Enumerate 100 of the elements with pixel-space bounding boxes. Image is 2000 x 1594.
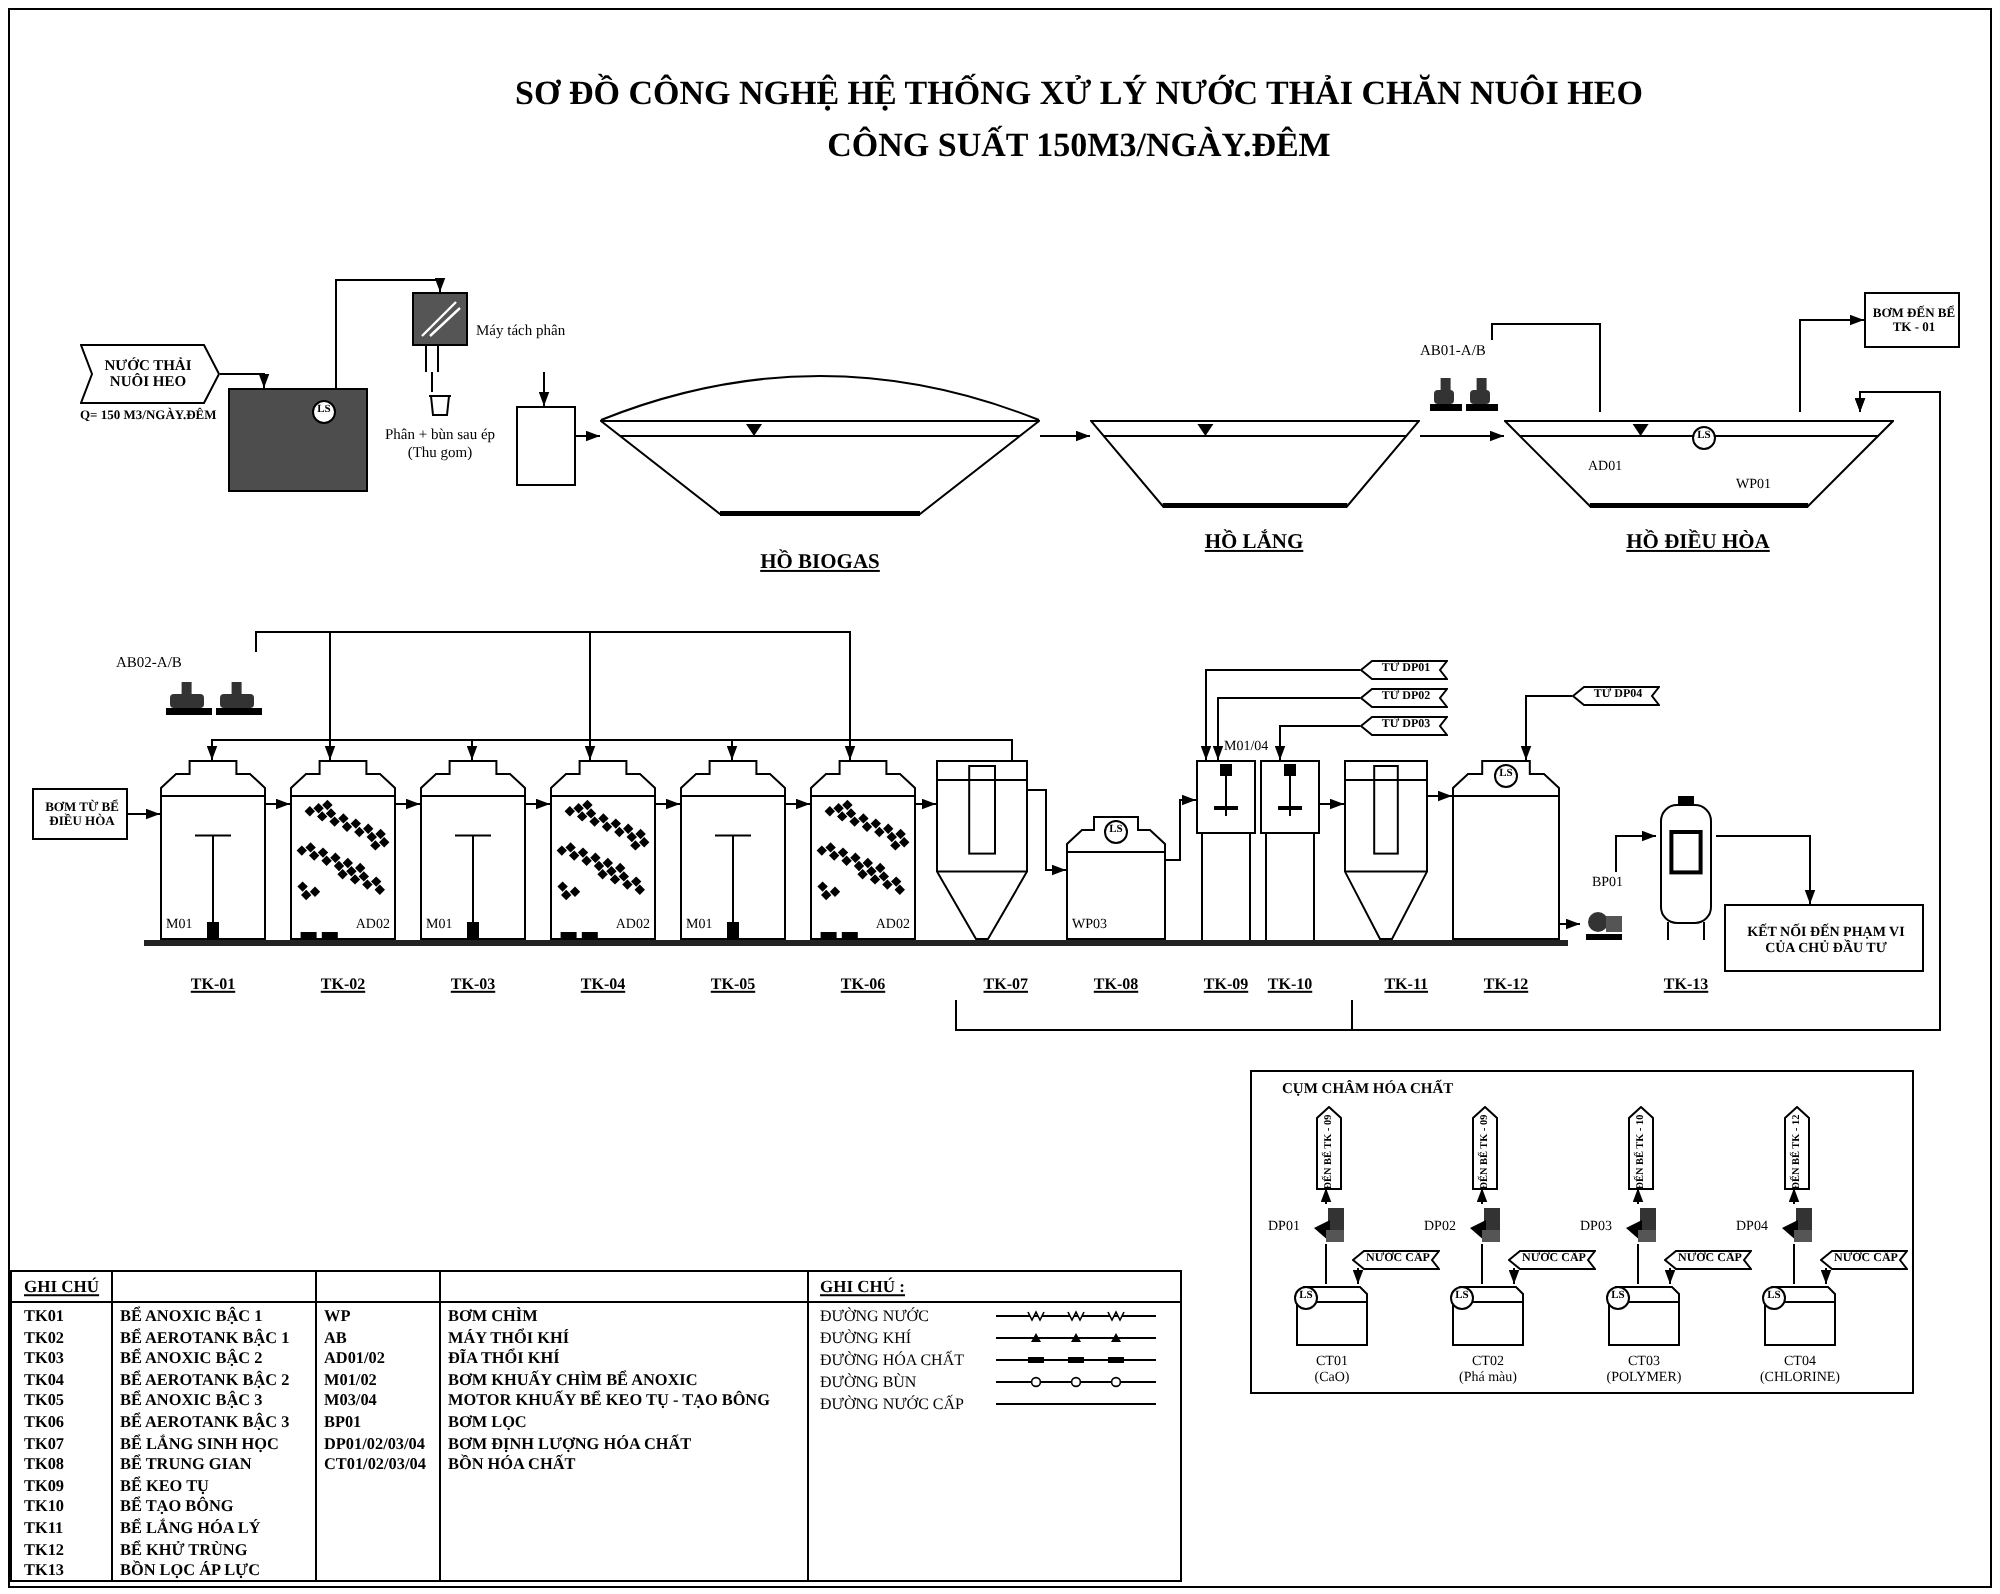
equipment-description: BỂ TRUNG GIAN	[120, 1454, 252, 1474]
tank-label: TK-07	[983, 974, 1028, 994]
equipment-description: BƠM LỌC	[448, 1412, 527, 1432]
pipe-arrow	[1027, 789, 1067, 876]
equipment-description: BỂ AEROTANK BẬC 3	[120, 1412, 290, 1432]
equipment-description: BỂ LẮNG HÓA LÝ	[120, 1518, 261, 1538]
connector-flag	[1472, 1106, 1498, 1190]
equipment-code: TK06	[24, 1412, 65, 1432]
reference-box	[1864, 292, 1960, 348]
pipe-arrow	[127, 808, 161, 820]
pipe-arrow	[538, 371, 550, 407]
pipe-arrow	[726, 739, 1013, 761]
pipe-line	[1491, 323, 1601, 413]
tank-label: TK-09	[1203, 974, 1249, 994]
pipe-line	[1637, 1243, 1639, 1285]
equipment-description: BỂ ANOXIC BẬC 2	[120, 1348, 263, 1368]
tank-label: TK-10	[1267, 974, 1313, 994]
pipe-arrow	[1212, 697, 1361, 761]
pipe-arrow	[1715, 835, 1816, 905]
equipment-code: TK02	[24, 1327, 65, 1347]
tank-label: TK-11	[1384, 974, 1428, 994]
tank-label: TK-13	[1663, 974, 1709, 994]
tank-label: TK-03	[450, 974, 496, 994]
equipment-description: MOTOR KHUẤY BỂ KEO TỤ - TẠO BÔNG	[448, 1391, 770, 1411]
equipment-code: AD01/02	[324, 1348, 385, 1368]
tank-label: TK-02	[320, 974, 366, 994]
legend-label: ĐƯỜNG NƯỚC CẤP	[820, 1394, 964, 1414]
equipment-description: BỂ TẠO BÔNG	[120, 1497, 234, 1517]
equipment-description: BỂ AEROTANK BẬC 2	[120, 1370, 290, 1389]
pipe-arrow	[575, 430, 601, 442]
pipe-arrow	[1351, 391, 1941, 1031]
equipment-code: TK13	[24, 1560, 65, 1580]
equipment-code: M01/02	[324, 1370, 377, 1389]
pipe-line	[1325, 1243, 1327, 1285]
tank-label: TK-01	[190, 974, 236, 994]
table-heading: GHI CHÚ	[24, 1278, 100, 1298]
pipe-arrow	[1039, 430, 1091, 442]
pipe-arrow	[255, 631, 856, 761]
legend-label: ĐƯỜNG NƯỚC	[820, 1306, 929, 1326]
equipment-description: MÁY THỔI KHÍ	[448, 1327, 570, 1347]
equipment-description: BỒN LỌC ÁP LỰC	[120, 1560, 260, 1580]
pipe-arrow	[1352, 1267, 1364, 1285]
pipe-arrow	[1319, 798, 1345, 810]
tank-label: TK-08	[1093, 974, 1139, 994]
tank-label: TK-06	[840, 974, 886, 994]
pipe-arrow	[1419, 430, 1505, 442]
table-heading: GHI CHÚ :	[820, 1278, 905, 1298]
equipment-code: TK08	[24, 1454, 65, 1474]
equipment-description: BƠM CHÌM	[448, 1306, 538, 1326]
connector-flag	[80, 344, 220, 404]
pipe-line	[431, 371, 433, 393]
pipe-line	[1793, 1243, 1795, 1285]
pipe-arrow	[395, 798, 421, 810]
pipe-arrow	[1520, 695, 1573, 761]
tank-label: TK-12	[1483, 974, 1529, 994]
pipe-arrow	[785, 798, 811, 810]
pond-label: HỒ LẮNG	[1204, 531, 1304, 557]
pipe-arrow	[265, 798, 291, 810]
group-panel	[1250, 1070, 1914, 1394]
legend-label: ĐƯỜNG KHÍ	[820, 1328, 912, 1348]
equipment-code: TK01	[24, 1306, 65, 1326]
legend-label: ĐƯỜNG HÓA CHẤT	[820, 1350, 964, 1370]
equipment-code: DP01/02/03/04	[324, 1433, 425, 1453]
pipe-arrow	[1476, 1187, 1488, 1205]
equipment-code: AB	[324, 1327, 347, 1347]
connector-flag	[1360, 716, 1448, 736]
connector-flag	[1360, 660, 1448, 680]
pond-label: HỒ ĐIỀU HÒA	[1626, 531, 1770, 557]
connector-flag	[1784, 1106, 1810, 1190]
reference-box	[1724, 904, 1924, 972]
tank-label: TK-04	[580, 974, 626, 994]
equipment-description: BỂ KEO TỤ	[120, 1476, 209, 1495]
pipe-arrow	[1508, 1267, 1520, 1285]
equipment-code: TK04	[24, 1370, 65, 1389]
pipe-arrow	[219, 373, 270, 389]
pipe-arrow	[1788, 1187, 1800, 1205]
equipment-code: TK09	[24, 1476, 65, 1495]
pipe-arrow	[1820, 1267, 1832, 1285]
equipment-description: BỂ ANOXIC BẬC 1	[120, 1306, 263, 1326]
connector-flag	[1664, 1250, 1752, 1270]
equipment-description: ĐĨA THỔI KHÍ	[448, 1348, 560, 1368]
equipment-code: TK11	[24, 1518, 64, 1538]
pipe-line	[1481, 1243, 1483, 1285]
equipment-code: CT01/02/03/04	[324, 1454, 426, 1474]
pipe-arrow	[1165, 794, 1197, 861]
pipe-arrow	[525, 798, 551, 810]
pipe-arrow	[1632, 1187, 1644, 1205]
pipe-arrow	[1559, 918, 1581, 930]
equipment-description: BỂ AEROTANK BẬC 1	[120, 1327, 290, 1347]
connector-flag	[1572, 686, 1660, 706]
equipment-description: BỂ ANOXIC BẬC 3	[120, 1391, 263, 1411]
pipe-arrow	[335, 278, 446, 389]
pipe-arrow	[1200, 669, 1361, 761]
pipe-arrow	[1274, 725, 1361, 761]
equipment-description: BƠM KHUẤY CHÌM BỂ ANOXIC	[448, 1370, 698, 1389]
equipment-code: TK07	[24, 1433, 65, 1453]
equipment-code: M03/04	[324, 1391, 377, 1411]
pipe-arrow	[1320, 1187, 1332, 1205]
connector-flag	[1352, 1250, 1440, 1270]
equipment-description: BƠM ĐỊNH LƯỢNG HÓA CHẤT	[448, 1433, 692, 1453]
